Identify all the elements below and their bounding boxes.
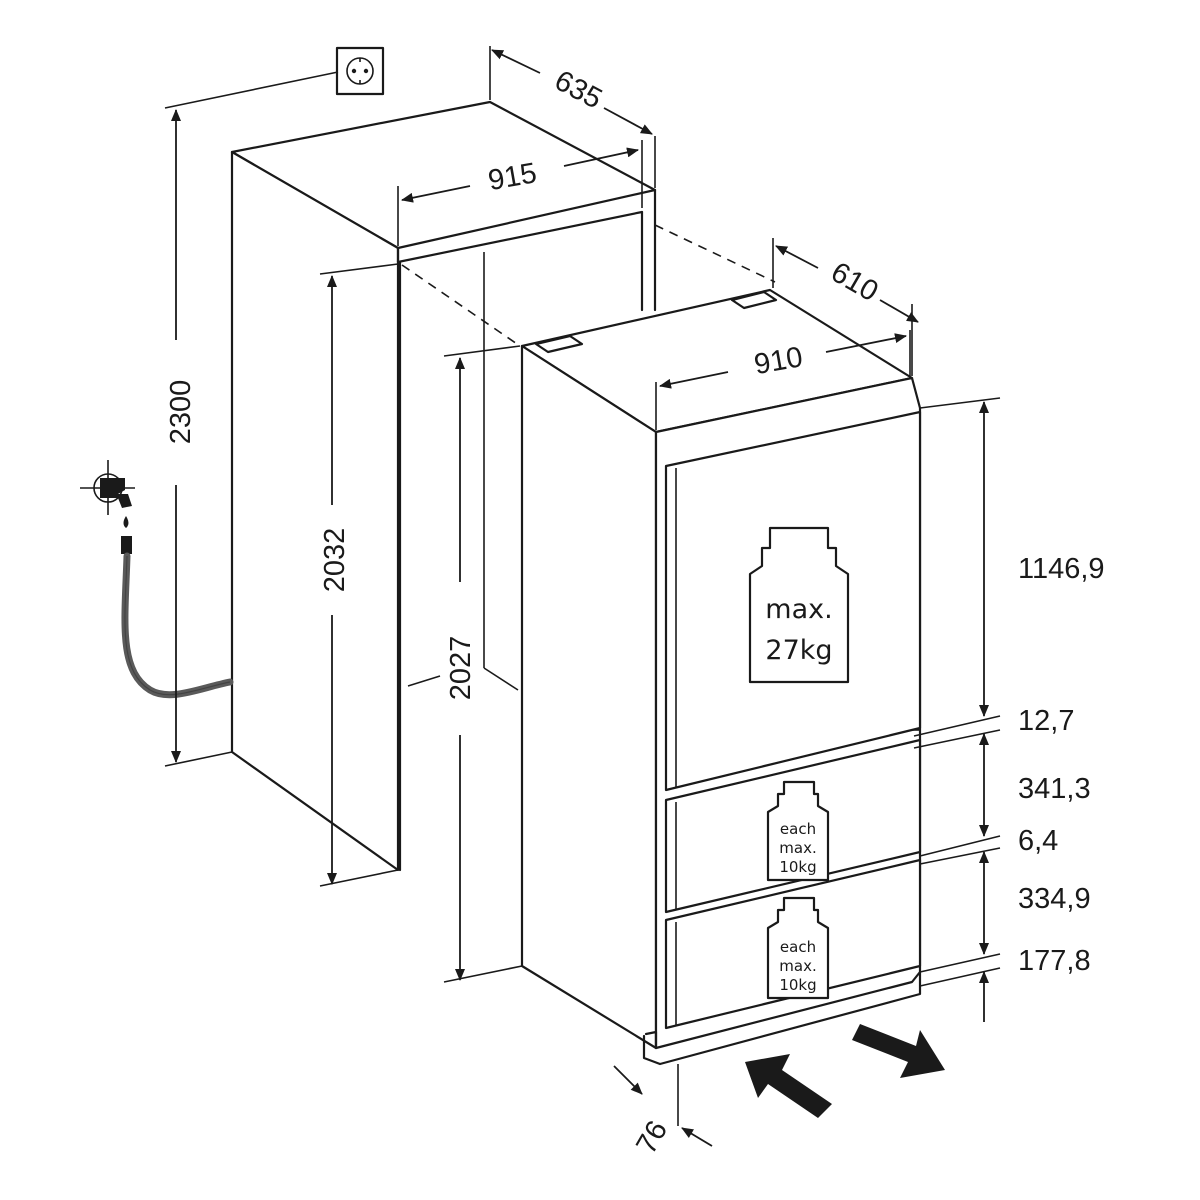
power-socket-icon xyxy=(335,46,385,96)
niche-inner-height-label: 2032 xyxy=(319,528,351,593)
door-load-line1: max. xyxy=(765,594,832,625)
water-hose xyxy=(121,552,234,699)
ventilation-arrow-icon xyxy=(745,1024,945,1118)
drawer1-load-line1: each xyxy=(780,820,816,838)
drawer2-load-line1: each xyxy=(780,938,816,956)
drawer-2-height-label: 334,9 xyxy=(1018,883,1091,915)
weight-icon-door: max. 27kg xyxy=(748,526,850,684)
niche-depth-label: 635 xyxy=(549,65,607,116)
drawer1-load-line3: 10kg xyxy=(779,858,816,876)
plinth-height-label: 177,8 xyxy=(1018,945,1091,977)
drawer2-load-line3: 10kg xyxy=(779,976,816,994)
dimension-niche-inner-height: 2032 xyxy=(319,263,399,887)
dimension-plinth-depth: 76 xyxy=(613,1064,713,1160)
appliance-depth-label: 610 xyxy=(826,256,884,308)
dimension-appliance-width: 910 xyxy=(655,330,911,430)
fridge-door-height-label: 1146,9 xyxy=(1018,553,1105,585)
door-load-line2: 27kg xyxy=(765,635,832,666)
dimension-front-heights: 1146,9 12,7 341,3 6,4 334,9 177,8 xyxy=(913,397,1105,1022)
water-tap-icon xyxy=(80,460,135,554)
weight-icon-drawer-2: each max. 10kg xyxy=(766,896,830,1000)
dimension-appliance-height: 2027 xyxy=(443,345,523,983)
drawer1-load-line2: max. xyxy=(779,839,816,857)
plinth-depth-label: 76 xyxy=(630,1116,674,1160)
appliance-body xyxy=(520,288,922,1066)
weight-icon-drawer-1: each max. 10kg xyxy=(766,780,830,882)
dimension-niche-height: 2300 xyxy=(164,71,339,767)
niche-height-label: 2300 xyxy=(165,380,197,445)
gap-1-label: 12,7 xyxy=(1018,705,1074,737)
projection-lines xyxy=(401,224,776,347)
appliance-height-label: 2027 xyxy=(445,636,477,701)
drawer-1-height-label: 341,3 xyxy=(1018,773,1091,805)
niche-cabinet xyxy=(230,100,657,872)
drawer2-load-line2: max. xyxy=(779,957,816,975)
gap-2-label: 6,4 xyxy=(1018,825,1058,857)
